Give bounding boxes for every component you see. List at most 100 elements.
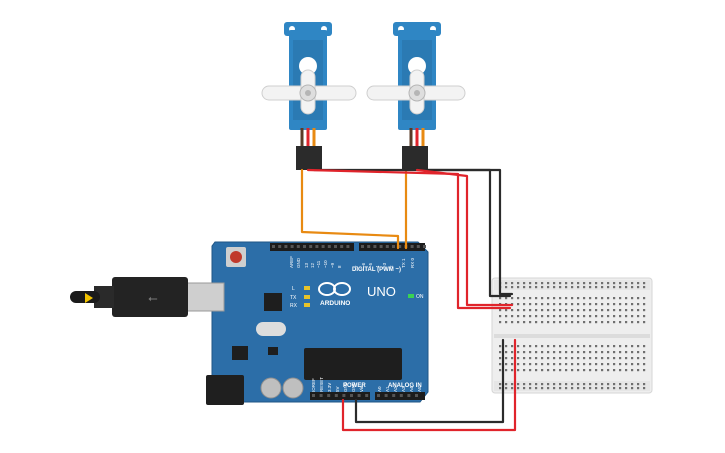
breadboard-hole[interactable] bbox=[583, 315, 586, 318]
header-pin[interactable] bbox=[319, 394, 323, 397]
breadboard-hole[interactable] bbox=[565, 282, 568, 285]
breadboard-hole[interactable] bbox=[535, 321, 538, 324]
breadboard-hole[interactable] bbox=[547, 303, 550, 306]
breadboard-hole[interactable] bbox=[511, 282, 514, 285]
breadboard-hole[interactable] bbox=[625, 357, 628, 360]
breadboard-hole[interactable] bbox=[571, 369, 574, 372]
header-pin[interactable] bbox=[415, 394, 418, 397]
header-pin[interactable] bbox=[410, 245, 414, 248]
header-pin[interactable] bbox=[334, 394, 338, 397]
breadboard-hole[interactable] bbox=[631, 286, 634, 289]
breadboard-hole[interactable] bbox=[517, 309, 520, 312]
breadboard-hole[interactable] bbox=[541, 351, 544, 354]
breadboard-hole[interactable] bbox=[511, 357, 514, 360]
breadboard-hole[interactable] bbox=[559, 369, 562, 372]
breadboard-hole[interactable] bbox=[607, 315, 610, 318]
breadboard-hole[interactable] bbox=[565, 387, 568, 390]
breadboard-hole[interactable] bbox=[643, 363, 646, 366]
breadboard-hole[interactable] bbox=[643, 321, 646, 324]
breadboard-hole[interactable] bbox=[541, 387, 544, 390]
breadboard-hole[interactable] bbox=[625, 387, 628, 390]
breadboard-hole[interactable] bbox=[547, 387, 550, 390]
breadboard-hole[interactable] bbox=[517, 351, 520, 354]
breadboard-hole[interactable] bbox=[565, 286, 568, 289]
header-pin[interactable] bbox=[377, 394, 380, 397]
breadboard-hole[interactable] bbox=[577, 315, 580, 318]
breadboard-hole[interactable] bbox=[523, 321, 526, 324]
breadboard-hole[interactable] bbox=[553, 286, 556, 289]
breadboard-hole[interactable] bbox=[643, 351, 646, 354]
header-pin[interactable] bbox=[392, 245, 395, 248]
breadboard-hole[interactable] bbox=[637, 351, 640, 354]
breadboard-hole[interactable] bbox=[577, 286, 580, 289]
breadboard-hole[interactable] bbox=[547, 383, 550, 386]
breadboard-hole[interactable] bbox=[565, 351, 568, 354]
breadboard-hole[interactable] bbox=[607, 309, 610, 312]
breadboard-hole[interactable] bbox=[619, 309, 622, 312]
breadboard-hole[interactable] bbox=[613, 297, 616, 300]
breadboard-hole[interactable] bbox=[505, 357, 508, 360]
breadboard-hole[interactable] bbox=[643, 303, 646, 306]
breadboard-hole[interactable] bbox=[595, 321, 598, 324]
breadboard-hole[interactable] bbox=[529, 286, 532, 289]
header-pin[interactable] bbox=[367, 245, 371, 248]
breadboard-hole[interactable] bbox=[595, 369, 598, 372]
breadboard-hole[interactable] bbox=[523, 297, 526, 300]
breadboard-hole[interactable] bbox=[601, 351, 604, 354]
header-pin[interactable] bbox=[309, 245, 313, 248]
breadboard-hole[interactable] bbox=[595, 286, 598, 289]
header-pin[interactable] bbox=[272, 245, 275, 248]
breadboard-hole[interactable] bbox=[577, 363, 580, 366]
breadboard-hole[interactable] bbox=[571, 309, 574, 312]
breadboard-hole[interactable] bbox=[637, 383, 640, 386]
breadboard-hole[interactable] bbox=[589, 351, 592, 354]
breadboard-hole[interactable] bbox=[523, 357, 526, 360]
breadboard-hole[interactable] bbox=[601, 383, 604, 386]
breadboard-hole[interactable] bbox=[643, 297, 646, 300]
breadboard-hole[interactable] bbox=[535, 387, 538, 390]
breadboard-hole[interactable] bbox=[613, 357, 616, 360]
breadboard-hole[interactable] bbox=[595, 282, 598, 285]
breadboard-hole[interactable] bbox=[613, 303, 616, 306]
breadboard-hole[interactable] bbox=[571, 303, 574, 306]
breadboard-hole[interactable] bbox=[547, 351, 550, 354]
breadboard-hole[interactable] bbox=[553, 357, 556, 360]
breadboard-hole[interactable] bbox=[595, 351, 598, 354]
breadboard-hole[interactable] bbox=[571, 363, 574, 366]
breadboard-hole[interactable] bbox=[625, 297, 628, 300]
breadboard-hole[interactable] bbox=[577, 309, 580, 312]
breadboard-hole[interactable] bbox=[529, 282, 532, 285]
breadboard-hole[interactable] bbox=[505, 282, 508, 285]
breadboard-hole[interactable] bbox=[535, 309, 538, 312]
breadboard-hole[interactable] bbox=[505, 309, 508, 312]
breadboard-hole[interactable] bbox=[601, 345, 604, 348]
header-pin[interactable] bbox=[278, 245, 282, 248]
header-pin[interactable] bbox=[340, 245, 344, 248]
breadboard-hole[interactable] bbox=[625, 369, 628, 372]
breadboard-hole[interactable] bbox=[553, 351, 556, 354]
breadboard-hole[interactable] bbox=[607, 345, 610, 348]
breadboard-hole[interactable] bbox=[499, 345, 502, 348]
breadboard-hole[interactable] bbox=[583, 383, 586, 386]
breadboard-hole[interactable] bbox=[517, 383, 520, 386]
breadboard-hole[interactable] bbox=[523, 303, 526, 306]
breadboard-hole[interactable] bbox=[625, 303, 628, 306]
breadboard-hole[interactable] bbox=[613, 363, 616, 366]
breadboard-hole[interactable] bbox=[625, 321, 628, 324]
breadboard-hole[interactable] bbox=[631, 369, 634, 372]
breadboard-hole[interactable] bbox=[535, 282, 538, 285]
breadboard-hole[interactable] bbox=[505, 363, 508, 366]
breadboard-hole[interactable] bbox=[511, 369, 514, 372]
header-pin[interactable] bbox=[327, 245, 331, 248]
breadboard-hole[interactable] bbox=[613, 383, 616, 386]
breadboard-hole[interactable] bbox=[523, 369, 526, 372]
breadboard-hole[interactable] bbox=[547, 321, 550, 324]
header-pin[interactable] bbox=[385, 245, 389, 248]
breadboard-hole[interactable] bbox=[523, 309, 526, 312]
header-pin[interactable] bbox=[379, 245, 383, 248]
breadboard-hole[interactable] bbox=[553, 303, 556, 306]
servo-motor-1[interactable] bbox=[261, 22, 357, 170]
breadboard-hole[interactable] bbox=[601, 303, 604, 306]
breadboard-hole[interactable] bbox=[583, 282, 586, 285]
breadboard-hole[interactable] bbox=[589, 282, 592, 285]
